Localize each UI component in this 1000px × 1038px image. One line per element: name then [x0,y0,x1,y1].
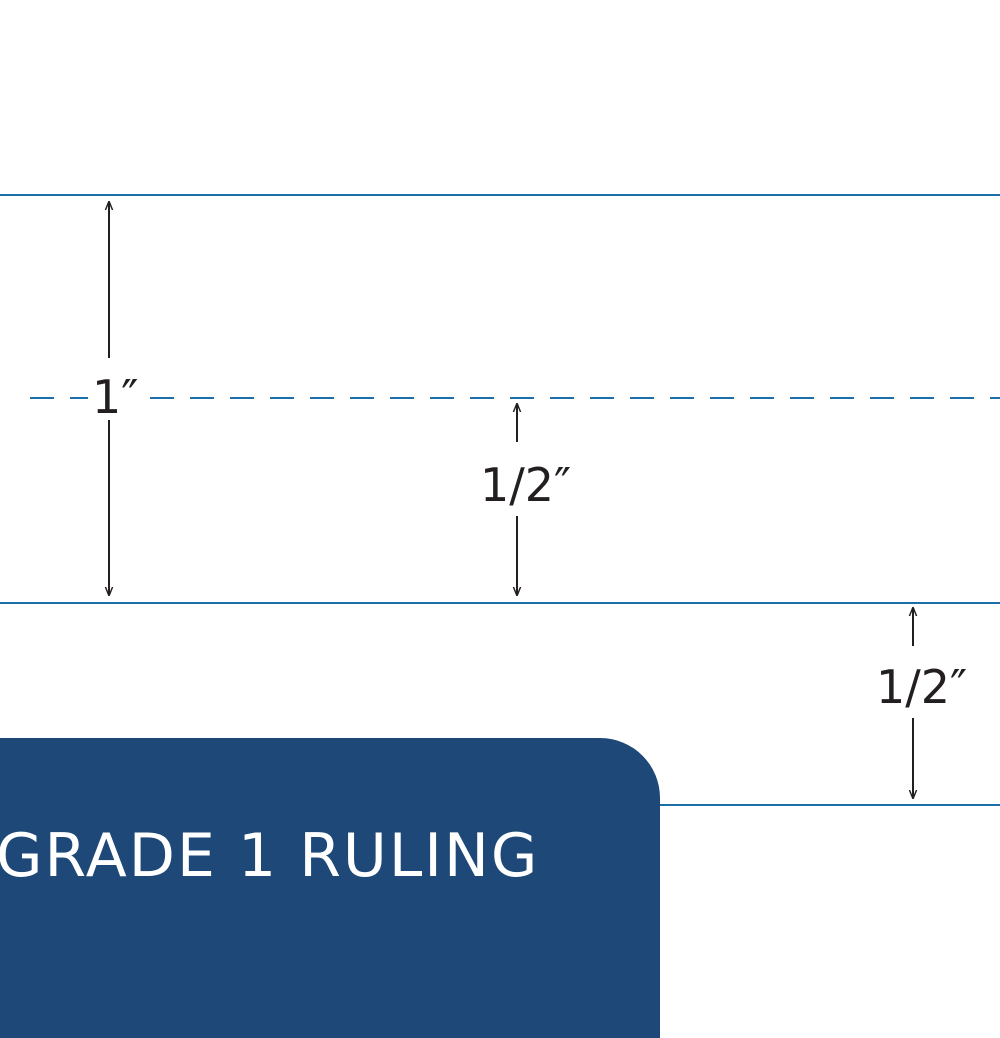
ruling-diagram [0,194,1000,806]
panel-title: GRADE 1 RULING [0,821,540,891]
full-height-label: 1″ [88,374,143,420]
half-height-label-middle: 1/2″ [476,462,576,508]
title-panel [0,738,660,1038]
half-height-label-right: 1/2″ [872,664,972,710]
